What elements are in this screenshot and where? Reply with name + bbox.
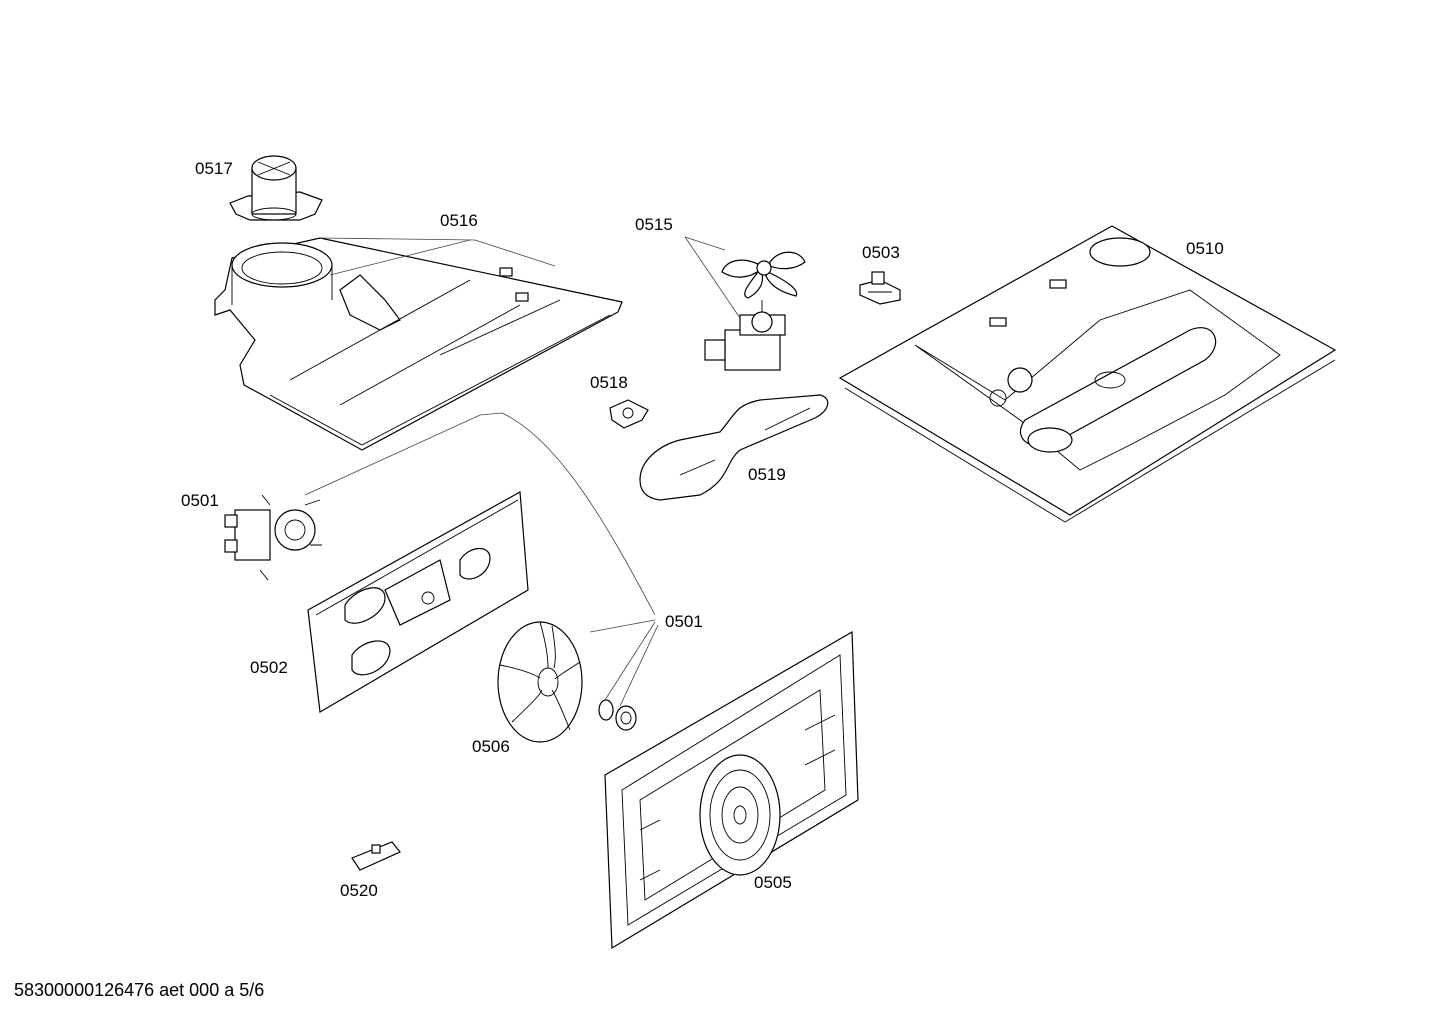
- label-0505: 0505: [754, 873, 792, 892]
- part-0506-fan-blade: [497, 621, 583, 743]
- label-0520: 0520: [340, 881, 378, 900]
- label-0506: 0506: [472, 737, 510, 756]
- part-0510-top-panel: [838, 225, 1337, 523]
- part-0520-connector: [351, 841, 401, 871]
- label-0517: 0517: [195, 159, 233, 178]
- part-0501-motor: [224, 494, 322, 581]
- label-0501-lower: 0501: [665, 612, 703, 631]
- part-0502-rear-plate: [307, 491, 529, 713]
- part-0518-bracket: [609, 399, 649, 429]
- part-0505-fan-cover: [604, 630, 859, 950]
- label-0503: 0503: [862, 243, 900, 262]
- label-0515: 0515: [635, 215, 673, 234]
- leader-0516: [319, 237, 556, 267]
- leader-0501: [304, 412, 656, 616]
- part-0515-cooling-fan: [704, 251, 806, 371]
- label-0510: 0510: [1186, 239, 1224, 258]
- part-0517-duct-cap: [229, 155, 323, 221]
- label-0502: 0502: [250, 658, 288, 677]
- part-0503-thermostat: [859, 271, 901, 305]
- part-0519-plate: [639, 394, 829, 501]
- leader-0501-lower: [589, 619, 659, 707]
- leader-0516-b: [329, 239, 471, 276]
- label-0519: 0519: [748, 465, 786, 484]
- label-0518: 0518: [590, 373, 628, 392]
- document-reference: 58300000126476 aet 000 a 5/6: [14, 980, 265, 1000]
- label-0516: 0516: [440, 211, 478, 230]
- leader-0515: [684, 236, 741, 319]
- label-0501-upper: 0501: [181, 491, 219, 510]
- part-0516-fan-duct: [214, 237, 623, 451]
- part-washer-nut: [598, 699, 637, 731]
